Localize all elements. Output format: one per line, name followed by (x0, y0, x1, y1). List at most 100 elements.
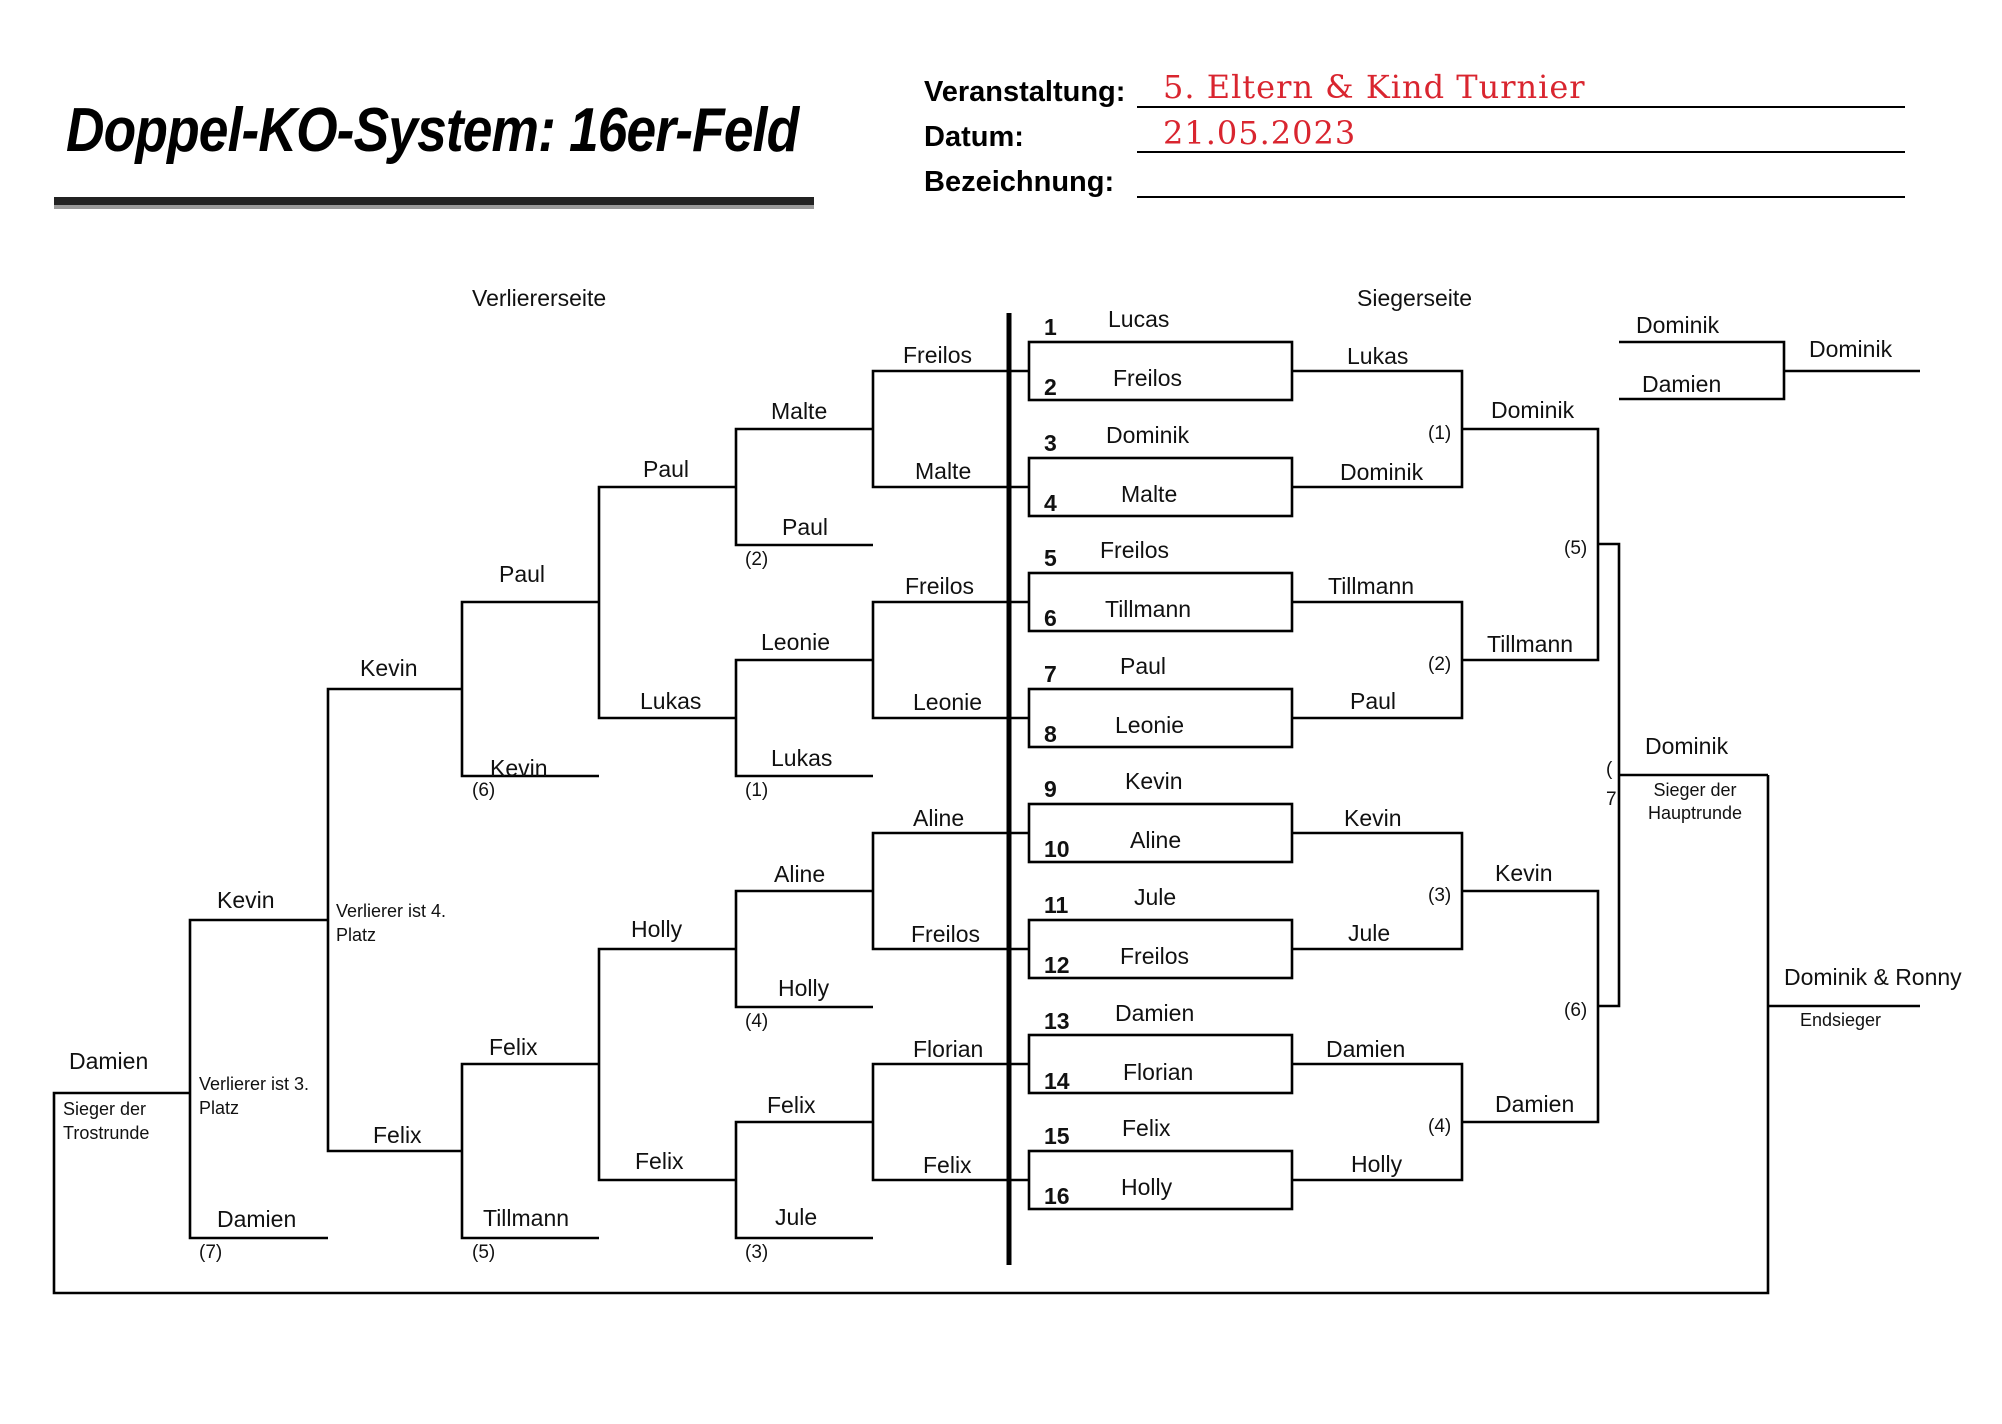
losers-r1-name: Freilos (903, 342, 973, 368)
grand-final-winner: Dominik (1809, 336, 1893, 362)
losers-r2-name: Felix (767, 1092, 816, 1118)
seed-name: Felix (1122, 1115, 1171, 1141)
winners-final-mark: 7 (1606, 789, 1617, 810)
seed-name: Paul (1120, 653, 1167, 679)
winners-r3-mark: (6) (1564, 1000, 1588, 1021)
seed-number: 2 (1044, 374, 1057, 400)
losers-r2-drop: Paul (782, 514, 829, 540)
seed-name: Jule (1134, 884, 1177, 910)
seed-number: 3 (1044, 430, 1057, 456)
losers-round4-lines (460, 600, 599, 1240)
seed-name: Lucas (1108, 306, 1170, 332)
losers-r4-drop: Kevin (490, 755, 548, 781)
losers-r4-name: Felix (489, 1034, 538, 1060)
losers-r1-name: Florian (913, 1036, 984, 1062)
losers-r2-mark: (1) (745, 780, 769, 801)
losers-r6-note: Verlierer ist 3. Platz (199, 1074, 310, 1118)
losers-r4-drop: Tillmann (483, 1205, 570, 1231)
grand-final-top: Dominik (1636, 312, 1720, 338)
seed-number: 1 (1044, 314, 1057, 340)
seed-number: 16 (1044, 1183, 1070, 1209)
winners-final-name: Dominik (1645, 733, 1729, 759)
losers-r3-name: Lukas (640, 688, 702, 714)
losers-r5-name: Felix (373, 1122, 422, 1148)
seed-name: Florian (1123, 1059, 1194, 1085)
losers-r4-mark: (5) (472, 1242, 496, 1263)
seed-name: Damien (1115, 1000, 1195, 1026)
winners-r2-name: Tillmann (1328, 573, 1415, 599)
losers-r2-mark: (4) (745, 1011, 769, 1032)
seed-number: 15 (1044, 1123, 1070, 1149)
winners-r3-name: Tillmann (1487, 631, 1574, 657)
winners-r3-mark: (5) (1564, 538, 1588, 559)
winners-r2-name: Kevin (1344, 805, 1402, 831)
losers-r6-drop: Damien (217, 1206, 297, 1232)
date-label: Datum: (924, 121, 1024, 153)
title-underline-shadow (54, 205, 814, 209)
seed-number: 10 (1044, 836, 1070, 862)
seed-number: 11 (1044, 892, 1069, 918)
winners-r2-mark: (4) (1428, 1116, 1452, 1137)
losers-r2-name: Aline (774, 861, 826, 887)
losers-r2-mark: (2) (745, 549, 769, 570)
winners-r3-name: Kevin (1495, 860, 1553, 886)
grand-final-path (52, 775, 1770, 1295)
losers-r6-mark: (7) (199, 1242, 223, 1263)
champion-name: Dominik & Ronny (1784, 964, 1962, 990)
consolation-caption: Sieger der Trostrunde (63, 1099, 150, 1143)
losers-side-heading: Verliererseite (472, 285, 607, 311)
winners-r2-mark: (1) (1428, 423, 1452, 444)
losers-r5-name: Kevin (360, 655, 418, 681)
seed-name: Freilos (1113, 365, 1183, 391)
losers-r2-name: Leonie (761, 629, 831, 655)
winners-final-caption: Sieger der Hauptrunde (1647, 780, 1743, 823)
seed-number: 12 (1044, 952, 1070, 978)
seed-name: Tillmann (1105, 596, 1192, 622)
winners-r2-name: Holly (1351, 1151, 1403, 1177)
event-value: 5. Eltern & Kind Turnier (1163, 68, 1586, 106)
losers-round3-lines (597, 485, 736, 1182)
losers-r1-name: Freilos (905, 573, 975, 599)
winners-final-mark: ( (1606, 759, 1613, 780)
seed-number: 13 (1044, 1008, 1070, 1034)
winners-r3-name: Dominik (1491, 397, 1575, 423)
champion-caption: Endsieger (1800, 1010, 1882, 1030)
grand-final-bottom: Damien (1642, 371, 1722, 397)
losers-r1-name: Malte (915, 458, 972, 484)
winners-r3-name: Damien (1495, 1091, 1575, 1117)
seed-name: Leonie (1115, 712, 1185, 738)
losers-r2-drop: Holly (778, 975, 830, 1001)
seed-name: Freilos (1100, 537, 1170, 563)
seed-number: 8 (1044, 721, 1057, 747)
seed-name: Dominik (1106, 422, 1190, 448)
losers-round6-line (188, 918, 328, 1240)
date-value: 21.05.2023 (1163, 114, 1357, 152)
losers-r6-name: Kevin (217, 887, 275, 913)
winners-r2-mark: (3) (1428, 885, 1452, 906)
title-underline (54, 197, 814, 205)
losers-r4-name: Paul (499, 561, 546, 587)
losers-r2-drop: Jule (775, 1204, 818, 1230)
losers-r2-name: Malte (771, 398, 828, 424)
designation-label: Bezeichnung: (924, 166, 1115, 198)
losers-r1-name: Freilos (911, 921, 981, 947)
seed-name: Aline (1130, 827, 1182, 853)
losers-r4-mark: (6) (472, 780, 496, 801)
losers-r3-name: Holly (631, 916, 683, 942)
event-label: Veranstaltung: (924, 76, 1126, 108)
seed-name: Malte (1121, 481, 1178, 507)
winners-r2-name: Dominik (1340, 459, 1424, 485)
winners-r2-mark: (2) (1428, 654, 1452, 675)
page-title: Doppel-KO-System: 16er-Feld (66, 96, 799, 165)
seed-name: Freilos (1120, 943, 1190, 969)
losers-r1-name: Aline (913, 805, 965, 831)
winners-side-heading: Siegerseite (1357, 285, 1473, 311)
seed-number: 6 (1044, 605, 1057, 631)
losers-r5-note: Verlierer ist 4. Platz (336, 901, 447, 945)
seed-name: Holly (1121, 1174, 1173, 1200)
losers-r1-name: Leonie (913, 689, 983, 715)
seed-number: 9 (1044, 776, 1057, 802)
losers-r1-name: Felix (923, 1152, 972, 1178)
